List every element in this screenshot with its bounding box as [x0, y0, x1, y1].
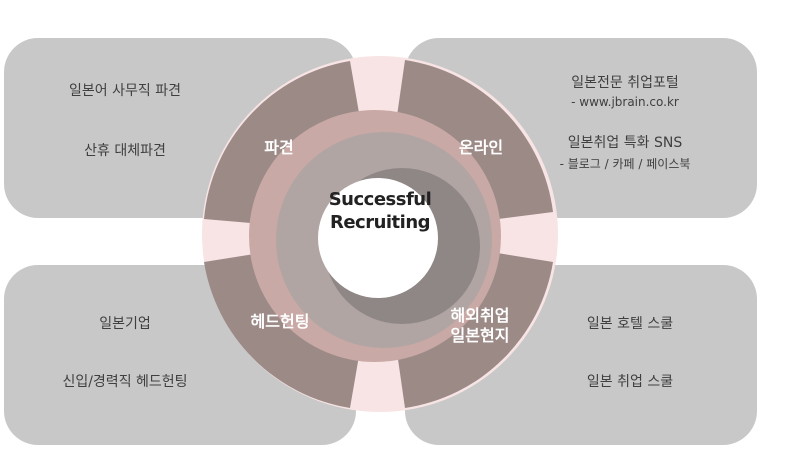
center-title: Successful Recruiting [328, 188, 432, 234]
label-overseas-line2: 일본현지 [450, 326, 510, 345]
online-item-1-sub: - www.jbrain.co.kr [571, 95, 679, 109]
center-circle [318, 178, 438, 298]
label-dispatch: 파견 [264, 138, 294, 157]
center-title-line1: Successful [328, 189, 432, 210]
headhunting-item-1: 일본기업 [99, 316, 151, 332]
overseas-item-2: 일본 취업 스쿨 [586, 374, 674, 390]
online-item-2-title: 일본취업 특화 SNS [567, 135, 683, 151]
center-title-line2: Recruiting [329, 212, 431, 233]
label-online: 온라인 [458, 138, 504, 157]
online-item-1-title: 일본전문 취업포털 [571, 75, 679, 91]
dispatch-item-1: 일본어 사무직 파견 [69, 83, 181, 99]
overseas-item-1: 일본 호텔 스쿨 [586, 316, 674, 332]
label-overseas-line1: 해외취업 [450, 306, 510, 325]
dispatch-item-2: 산휴 대체파견 [84, 143, 166, 159]
label-overseas: 해외취업 일본현지 [438, 306, 522, 346]
online-item-2-sub: - 블로그 / 카페 / 페이스북 [559, 157, 691, 171]
headhunting-item-2: 신입/경력직 헤드헌팅 [62, 374, 188, 390]
label-headhunting: 헤드헌팅 [250, 312, 310, 331]
